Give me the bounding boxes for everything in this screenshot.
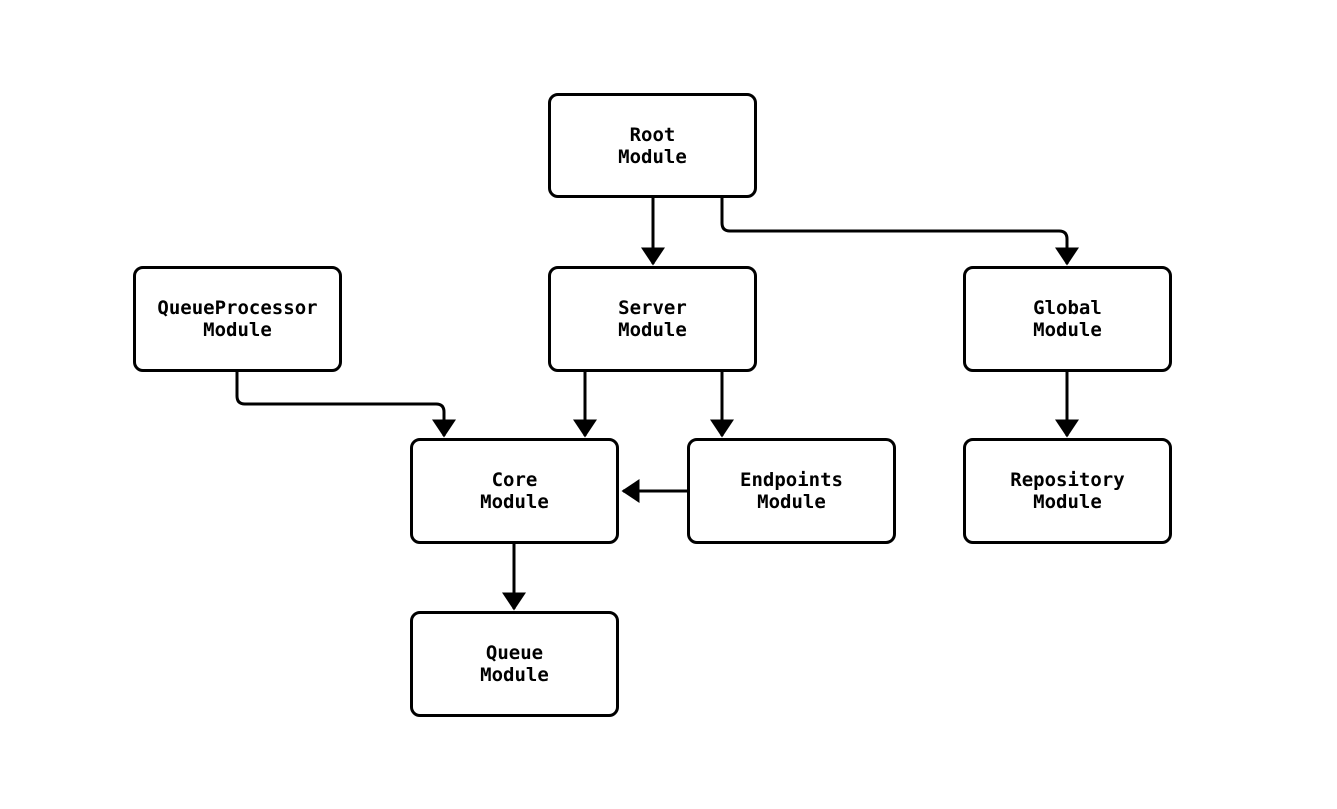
node-endpoints-module-label: Endpoints Module [740, 469, 843, 513]
node-global-module-label: Global Module [1033, 297, 1102, 341]
node-core-module-label: Core Module [480, 469, 549, 513]
node-queueprocessor-module: QueueProcessor Module [133, 266, 342, 372]
edge-group [235, 198, 1079, 611]
edge-queueprocessor-to-core [235, 372, 456, 438]
node-queue-module: Queue Module [410, 611, 619, 717]
edge-root-to-global [720, 198, 1079, 266]
node-root-module-label: Root Module [618, 123, 687, 168]
node-server-module-label: Server Module [618, 297, 687, 341]
node-root-module: Root Module [548, 93, 757, 198]
node-core-module: Core Module [410, 438, 619, 544]
node-repository-module-label: Repository Module [1010, 469, 1125, 513]
node-global-module: Global Module [963, 266, 1172, 372]
node-endpoints-module: Endpoints Module [687, 438, 896, 544]
node-queue-module-label: Queue Module [480, 642, 549, 686]
node-queueprocessor-module-label: QueueProcessor Module [157, 297, 318, 341]
node-server-module: Server Module [548, 266, 757, 372]
node-repository-module: Repository Module [963, 438, 1172, 544]
